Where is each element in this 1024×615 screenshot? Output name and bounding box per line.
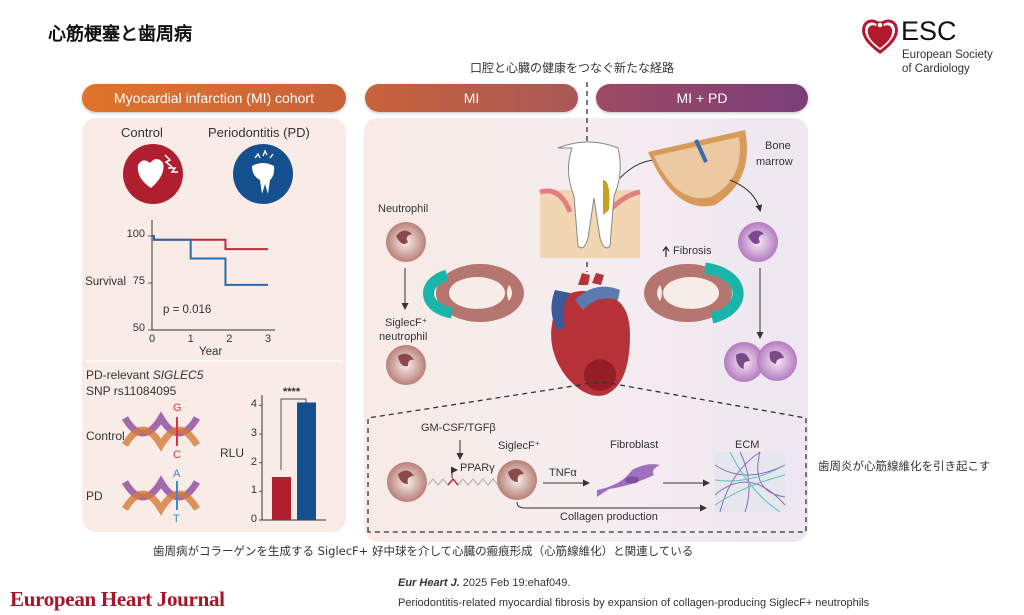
subtitle: 口腔と心臓の健康をつなぐ新たな経路 (470, 61, 675, 75)
significance-bracket (280, 398, 307, 470)
article-title: Periodontitis-related myocardial fibrosi… (398, 597, 870, 609)
heart-cross-section-mi (423, 264, 524, 322)
esc-name-line2: of Cardiology (902, 63, 970, 75)
mechanism-neutrophil-icon (387, 462, 427, 502)
heart-cross-section-mi-pd (644, 262, 744, 324)
esc-abbr: ESC (901, 16, 957, 46)
heart-attack-icon (123, 144, 183, 204)
base-a: A (173, 468, 181, 480)
tnf-label: TNFα (549, 467, 577, 479)
pd-siglecf-neutrophils-icon (724, 341, 797, 382)
citation-journal: Eur Heart J. (398, 577, 460, 589)
ecm-fibers-icon (714, 451, 786, 513)
bar-control (272, 477, 291, 520)
bar-y-tick: 1 (250, 484, 257, 497)
survival-chart (148, 220, 275, 331)
snp-gene: SIGLEC5 (152, 368, 204, 382)
collagen-label: Collagen production (560, 511, 658, 523)
pd-neutrophil-cell-icon (738, 222, 778, 262)
bar-significance: **** (283, 386, 301, 398)
siglecf-neutrophil-label-1: SiglecF⁺ (385, 317, 428, 329)
km-y-tick: 75 (132, 275, 145, 287)
snp-line1: PD-relevant SIGLEC5 (86, 368, 203, 382)
dna-control-icon (121, 411, 201, 452)
fibroblast-icon (597, 464, 660, 497)
bone-marrow-label-2: marrow (756, 156, 793, 168)
mechanism-detail-box (367, 381, 807, 533)
arrow-from-bone-marrow (729, 179, 763, 212)
ppar-gene-icon (447, 477, 459, 486)
bar-y-tick: 2 (250, 455, 257, 468)
bar-y-tick: 4 (250, 398, 257, 411)
km-x-tick: 1 (187, 333, 194, 345)
ppar-label: PPARγ (460, 462, 495, 474)
bone-marrow-icon (648, 130, 747, 207)
bar-ylabel: RLU (220, 446, 245, 460)
ecm-label: ECM (735, 439, 760, 451)
citation: Eur Heart J. 2025 Feb 19:ehaf049. (398, 577, 570, 589)
cytokines-label: GM-CSF/TGFβ (421, 422, 496, 434)
dna-pd-label: PD (86, 489, 103, 503)
control-label: Control (121, 125, 163, 140)
promoter-arrow (451, 466, 458, 478)
km-x-tick: 3 (264, 333, 272, 345)
km-x-tick: 0 (148, 333, 156, 345)
pd-label: Periodontitis (PD) (208, 125, 310, 140)
snp-line2: SNP rs11084095 (86, 384, 177, 398)
base-t: T (173, 513, 180, 525)
tooth-pain-icon (233, 144, 293, 204)
dna-pd-icon (121, 475, 201, 516)
km-xlabel: Year (199, 346, 223, 358)
km-ylabel: Survival (85, 276, 126, 288)
snp-prefix: PD-relevant (86, 368, 153, 382)
km-line-pd (152, 235, 268, 286)
citation-details: 2025 Feb 19:ehaf049. (459, 577, 571, 589)
km-pvalue: p = 0.016 (163, 304, 212, 316)
base-c: C (173, 449, 181, 461)
base-g: G (173, 402, 182, 414)
siglecf-neutrophil-label-2: neutrophil (379, 331, 428, 343)
km-x-tick: 2 (226, 333, 233, 345)
human-heart-icon (551, 273, 630, 396)
km-y-tick: 100 (126, 228, 145, 240)
fibroblast-label: Fibroblast (610, 439, 659, 451)
bar-y-tick: 0 (250, 513, 257, 525)
bone-marrow-label-1: Bone (765, 140, 791, 152)
journal-logo: European Heart Journal (10, 587, 225, 611)
dna-control-label: Control (86, 429, 125, 443)
km-y-tick: 50 (132, 322, 145, 334)
mi-cohort-header: Myocardial infarction (MI) cohort (82, 84, 346, 112)
periodontitis-tooth-icon (539, 141, 641, 258)
esc-name-line1: European Society (902, 49, 993, 61)
bar-y-tick: 3 (250, 427, 257, 439)
side-note: 歯周炎が心筋線維化を引き起こす (818, 459, 991, 473)
bar-pd (297, 402, 316, 520)
neutrophil-cell-icon (386, 222, 426, 262)
mi-pd-header: MI + PD (596, 84, 808, 112)
neutrophil-label: Neutrophil (378, 203, 429, 215)
up-arrow-icon (662, 245, 670, 257)
rlu-bar-chart (259, 395, 326, 521)
mi-header: MI (365, 84, 578, 112)
fibrosis-label: Fibrosis (673, 245, 712, 257)
heart-logo-icon (862, 19, 898, 54)
siglecf-label: SiglecF⁺ (498, 440, 541, 452)
dna-strand-icon (427, 478, 499, 486)
caption: 歯周病がコラーゲンを生成する SiglecF+ 好中球を介して心臓の瘢痕形成（心… (153, 544, 694, 558)
esc-logo: ESC European Society of Cardiology (860, 14, 1010, 75)
mechanism-siglecf-cell-icon (497, 460, 537, 500)
siglecf-neutrophil-cell-icon (386, 345, 426, 385)
page-title: 心筋梗塞と歯周病 (48, 24, 192, 45)
arrow-collagen (516, 501, 707, 512)
